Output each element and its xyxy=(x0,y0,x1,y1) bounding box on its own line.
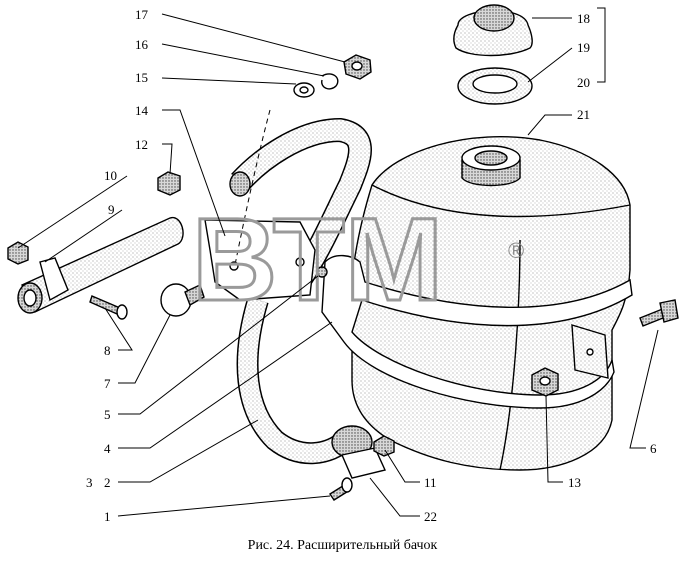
cap-gasket xyxy=(457,67,533,105)
filler-neck xyxy=(461,145,521,187)
svg-text:®: ® xyxy=(508,238,524,263)
callout-9: 9 xyxy=(108,202,115,217)
pipe-9 xyxy=(17,217,184,314)
clamp-strap xyxy=(321,254,633,409)
bracket xyxy=(204,219,316,301)
nut-13 xyxy=(531,367,559,397)
callout-8: 8 xyxy=(104,343,111,358)
callout-4: 4 xyxy=(104,441,111,456)
callout-7: 7 xyxy=(104,376,111,391)
callout-3: 3 xyxy=(86,475,93,490)
callout-1: 1 xyxy=(104,509,111,524)
callout-12: 12 xyxy=(135,137,148,152)
callout-15: 15 xyxy=(135,70,148,85)
figure-caption: Рис. 24. Расширительный бачок xyxy=(247,538,438,553)
callout-19: 19 xyxy=(577,40,590,55)
callout-5: 5 xyxy=(104,407,111,422)
leader-lines xyxy=(17,7,659,517)
callout-20: 20 xyxy=(577,75,590,90)
callout-10: 10 xyxy=(104,168,117,183)
spring-washer-16 xyxy=(321,73,339,90)
nut-12 xyxy=(157,171,181,196)
callout-14: 14 xyxy=(135,103,149,118)
callout-labels: 17 16 15 14 12 10 9 18 19 20 21 8 7 5 4 … xyxy=(86,7,657,524)
hose-clamp-22 xyxy=(331,425,386,479)
callout-13: 13 xyxy=(568,475,581,490)
bolt-1 xyxy=(329,477,353,501)
plug-7 xyxy=(160,283,205,317)
hose xyxy=(236,296,353,465)
callout-18: 18 xyxy=(577,11,590,26)
callout-2: 2 xyxy=(104,475,111,490)
bolt-5 xyxy=(316,266,328,278)
callout-11: 11 xyxy=(424,475,437,490)
nut-11 xyxy=(373,435,395,457)
callout-6: 6 xyxy=(650,441,657,456)
tank-cap xyxy=(453,4,533,57)
upper-hose xyxy=(229,117,372,287)
nut-17 xyxy=(343,54,372,80)
callout-16: 16 xyxy=(135,37,149,52)
nut-10 xyxy=(7,241,29,265)
callout-21: 21 xyxy=(577,107,590,122)
assembly-path xyxy=(234,109,271,266)
callout-22: 22 xyxy=(424,509,437,524)
washer-15 xyxy=(293,82,315,98)
bolt-8 xyxy=(89,295,128,320)
bolt-6 xyxy=(639,299,679,327)
svg-text:ВТМ: ВТМ xyxy=(192,194,443,326)
callout-17: 17 xyxy=(135,7,149,22)
watermark: ВТМ ® xyxy=(191,193,525,328)
